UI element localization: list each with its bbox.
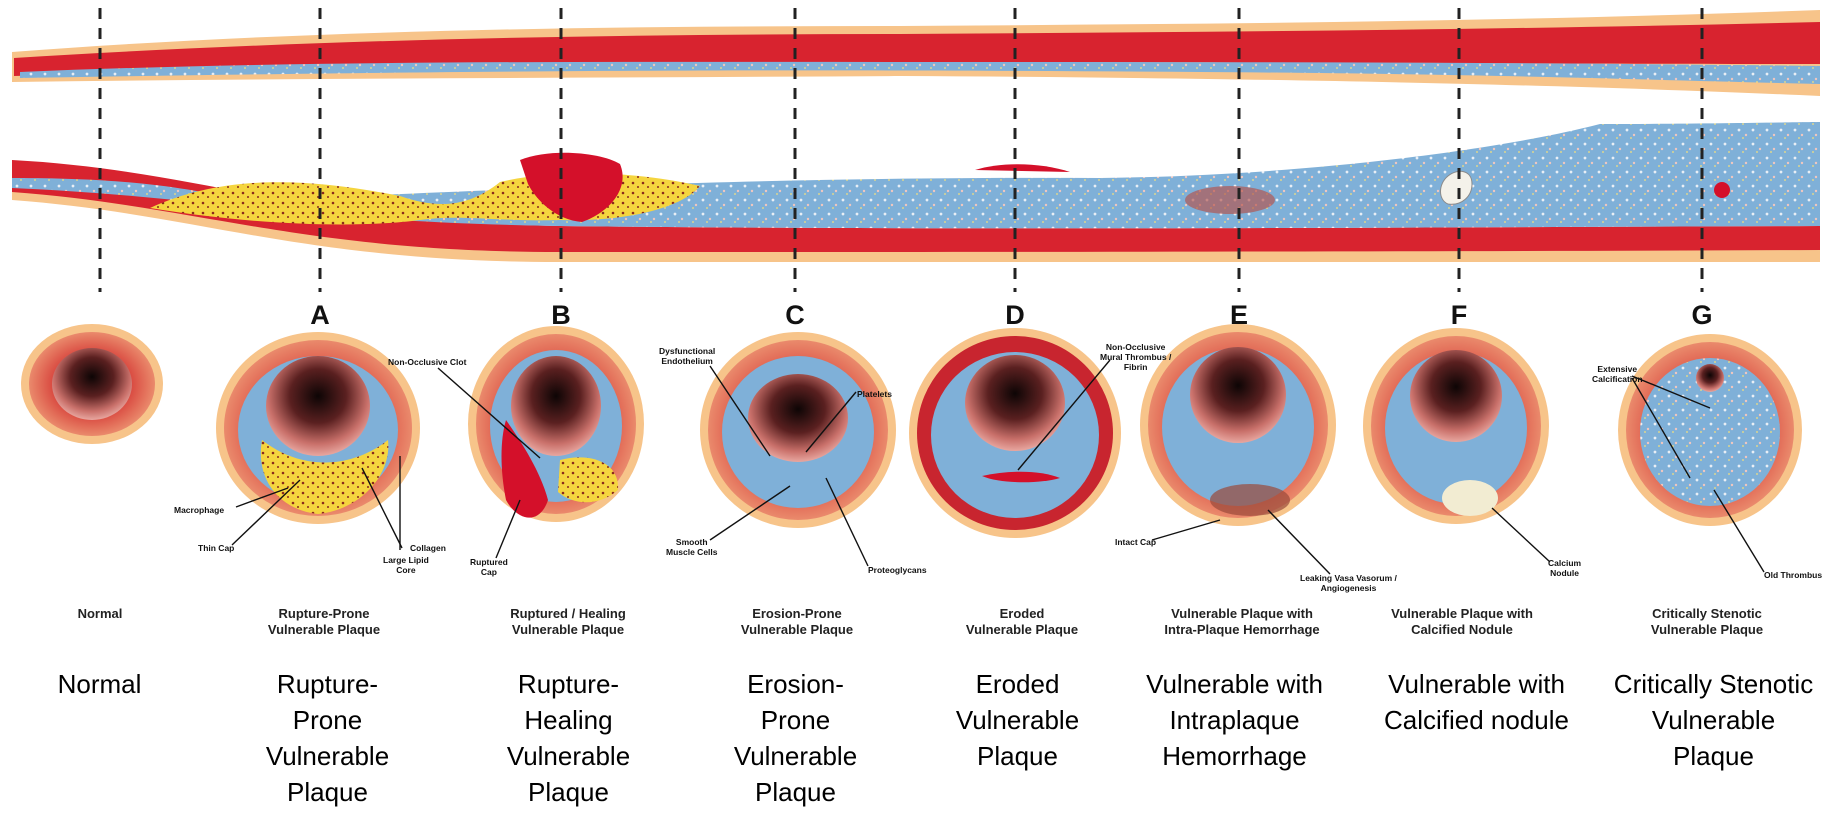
cs-lumen [52,348,132,420]
cross-section-normal [21,324,163,444]
stage-label-e: E [1209,300,1269,331]
label-leaking-vasa-vasorum: Leaking Vasa Vasorum /Angiogenesis [1300,573,1397,593]
old-thrombus-longitudinal [1714,182,1730,198]
longitudinal-vessel-top-wall [12,10,1820,96]
label-intact-cap: Intact Cap [1115,537,1156,547]
longitudinal-vessel-bottom-wall [12,122,1820,262]
leader-line-12 [1268,510,1330,574]
cross-section-stenotic [1618,334,1802,526]
cross-section-row [21,324,1802,538]
cross-section-ruptured [468,326,644,522]
cross-section-erosion-prone [700,332,896,528]
label-thin-cap: Thin Cap [198,543,234,553]
cs-lumen [1696,364,1724,392]
leader-line-5 [496,500,520,558]
mural-thrombus-longitudinal [975,164,1070,172]
stage-label-a: A [290,300,350,331]
stage-label-f: F [1429,300,1489,331]
stage-label-g: G [1672,300,1732,331]
cross-section-eroded [909,328,1121,538]
stage-label-b: B [531,300,591,331]
cs-lumen [1410,350,1502,442]
stage-label-c: C [765,300,825,331]
label-platelets: Platelets [857,389,892,399]
cross-section-calcified [1363,328,1549,524]
hemorrhage-longitudinal [1185,186,1275,214]
leader-line-11 [1152,520,1220,540]
small-caption-normal: Normal [0,606,210,622]
stage-label-d: D [985,300,1045,331]
big-caption-normal: Normal [0,666,207,702]
label-proteoglycans: Proteoglycans [868,565,927,575]
cs-hemorrhage [1210,484,1290,516]
cs-lumen [266,356,370,456]
label-old-thrombus: Old Thrombus [1764,570,1822,580]
leader-line-13 [1492,508,1550,562]
cs-lumen [748,374,848,462]
cs-lumen [1190,347,1286,443]
label-non-occlusive-clot: Non-Occlusive Clot [388,357,466,367]
cs-lumen [511,356,601,456]
cs-calcium-nodule [1442,480,1498,516]
label-collagen: Collagen [410,543,446,553]
cs-lumen [965,355,1065,451]
label-macrophage: Macrophage [174,505,224,515]
